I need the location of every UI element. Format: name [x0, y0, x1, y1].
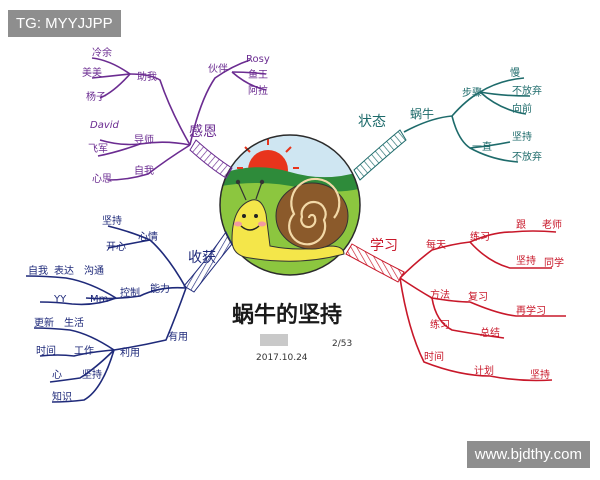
study-q1-a-2: 老师 — [542, 218, 562, 231]
study-q3: 时间 — [424, 350, 444, 363]
study-q3-a: 计划 — [474, 364, 494, 377]
page-title: 蜗牛的坚持 — [232, 302, 342, 328]
state-sub2-item-1: 坚持 — [512, 130, 532, 143]
partner-name-1: Rosy — [246, 54, 270, 65]
study-q1-a: 练习 — [470, 230, 490, 243]
state-root: 蜗牛 — [410, 106, 434, 121]
node-me: 自我 — [134, 164, 154, 177]
study-q1-a-1: 跟 — [516, 219, 526, 231]
use-item-6: 坚持 — [82, 368, 102, 381]
use-item-3: 时间 — [36, 344, 56, 357]
harvest-attitude: 心情 — [138, 230, 158, 243]
central-circle — [219, 134, 361, 276]
mentor-name-1: David — [90, 120, 120, 131]
ability-3: 沟通 — [84, 264, 104, 277]
harvest-attitude-1: 坚持 — [102, 214, 122, 227]
snail-icon — [231, 177, 349, 262]
state-sub2-item-2: 不放弃 — [512, 150, 542, 163]
watermark-bottom-right: www.bjdthy.com — [466, 441, 590, 468]
study-q2-a: 复习 — [468, 290, 488, 303]
partner-name-2: 鱼王 — [248, 68, 268, 81]
state-sub1-item-2: 不放弃 — [512, 84, 542, 97]
use-item-7: 知识 — [52, 390, 72, 403]
study-q2-a-item: 再学习 — [516, 304, 546, 317]
me-note: 心思 — [92, 173, 112, 185]
study-q3-a-item: 坚持 — [530, 368, 550, 381]
branch-label-harvest: 收获 — [188, 250, 216, 266]
study-q2: 方法 — [430, 288, 450, 301]
study-q1-b-1: 坚持 — [516, 254, 536, 267]
watermark-top-left: TG: MYYJJPP — [8, 10, 121, 37]
branch-root-study — [345, 243, 405, 283]
study-labels: 学习 每天 练习 跟 老师 坚持 同学 方法 复习 再学习 练习 总结 时间 计… — [370, 218, 564, 381]
state-lines — [403, 77, 531, 163]
branch-root-harvest — [183, 231, 233, 293]
ability-2: 表达 — [54, 264, 74, 277]
branch-root-state — [353, 129, 407, 181]
state-labels: 状态 蜗牛 步骤 慢 不放弃 向前 一直 坚持 不放弃 — [358, 67, 542, 163]
central-image — [219, 134, 361, 276]
ability-4: YY — [53, 294, 67, 305]
helper-name-2: 美美 — [82, 66, 102, 79]
use-item-5: 心 — [52, 369, 62, 381]
date-label: 2017.10.24 — [256, 353, 308, 363]
branch-label-state: 状态 — [358, 114, 386, 130]
study-q2-b: 练习 — [430, 318, 450, 331]
use-item-1: 更新 — [34, 316, 54, 329]
study-q1: 每天 — [426, 238, 446, 251]
ability-5: Mm — [90, 294, 108, 305]
harvest-lines — [25, 225, 187, 403]
partner-name-3: 阿拉 — [248, 84, 268, 97]
state-sub1: 步骤 — [462, 87, 482, 99]
node-partner: 伙伴 — [208, 62, 228, 75]
branch-label-feelings: 感恩 — [189, 123, 217, 140]
mentor-name-2: 飞军 — [88, 143, 108, 155]
branch-label-study: 学习 — [370, 238, 398, 254]
ability-6: 控制 — [120, 286, 140, 299]
ability-1: 自我 — [28, 264, 48, 277]
state-sub1-item-3: 向前 — [512, 102, 532, 115]
state-sub1-item-1: 慢 — [510, 67, 520, 79]
sun-rays — [237, 139, 299, 169]
harvest-use: 有用 — [168, 330, 188, 343]
page-mark: 2/53 — [332, 339, 352, 349]
feelings-labels: 感恩 助我 冷余 美美 杨子 导师 David 飞军 自我 心思 伙伴 Rosy… — [82, 46, 270, 185]
harvest-attitude-2: 开心 — [106, 241, 126, 253]
state-sub2: 一直 — [472, 140, 492, 153]
node-helper: 助我 — [137, 70, 157, 83]
helper-name-1: 冷余 — [92, 46, 112, 59]
study-q2-b-item: 总结 — [480, 326, 500, 339]
study-q1-b-2: 同学 — [544, 256, 564, 269]
node-mentor: 导师 — [134, 133, 154, 146]
helper-name-3: 杨子 — [86, 90, 106, 103]
use-item-4: 工作 — [74, 345, 94, 357]
harvest-use-mid: 利用 — [120, 347, 140, 359]
harvest-ability: 能力 — [150, 282, 170, 295]
branch-root-feelings — [189, 139, 233, 179]
feelings-lines — [91, 57, 267, 181]
study-lines — [399, 230, 566, 382]
harvest-labels: 收获 心情 坚持 开心 能力 自我 表达 沟通 YY Mm 控制 有用 利用 更… — [28, 214, 216, 403]
signature-redaction — [260, 334, 288, 346]
use-item-2: 生活 — [64, 316, 84, 329]
